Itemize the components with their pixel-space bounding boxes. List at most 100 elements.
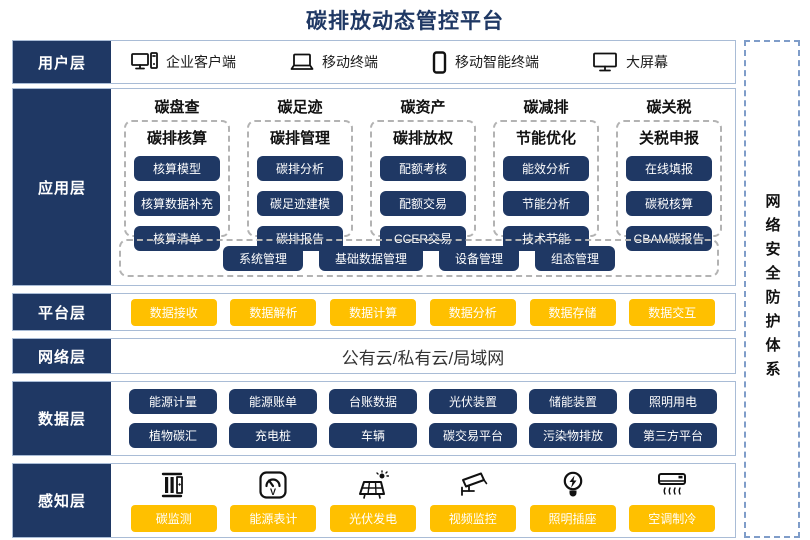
platform-layer-label: 平台层 — [13, 294, 111, 330]
perception-item-video-surveillance: 视频监控 — [429, 470, 516, 532]
platform-pill: 数据交互 — [629, 298, 716, 326]
network-layer-label: 网络层 — [13, 339, 111, 373]
data-source-pill: 台账数据 — [329, 389, 417, 414]
data-source-pill: 光伏装置 — [429, 389, 517, 414]
user-item-enterprise-client: 企业客户端 — [131, 52, 236, 72]
app-module-pill: 在线填报 — [625, 156, 713, 181]
energy-meter-icon: V — [258, 470, 288, 500]
user-item-label: 大屏幕 — [626, 54, 668, 70]
security-protection-text: 网络安全防护体系 — [763, 193, 781, 385]
data-layer-row: 数据层 能源计量 能源账单 台账数据 光伏装置 储能装置 照明用电 植物碳汇 充… — [12, 381, 736, 456]
app-module-pill: 核算清单 — [133, 226, 221, 251]
perception-item-energy-meter: V 能源表计 — [230, 470, 317, 532]
light-bulb-icon — [561, 470, 585, 500]
app-common-pill: 组态管理 — [535, 245, 616, 271]
app-common-pill: 系统管理 — [222, 245, 303, 271]
data-source-pill: 第三方平台 — [629, 423, 717, 448]
app-column-header: 碳关税 — [646, 99, 692, 116]
app-module-pill: 核算数据补充 — [133, 191, 221, 216]
user-item-mobile-terminal: 移动终端 — [290, 52, 378, 72]
user-item-label: 移动智能终端 — [455, 54, 539, 70]
perception-item-lighting-socket: 照明插座 — [529, 470, 616, 532]
solar-panel-icon — [357, 469, 390, 500]
app-common-pill: 基础数据管理 — [318, 245, 423, 271]
app-module-pill: 碳足迹建模 — [256, 191, 344, 216]
data-source-pill: 充电桩 — [229, 423, 317, 448]
app-column-header: 碳足迹 — [277, 99, 323, 116]
app-module-pill: 核算模型 — [133, 156, 221, 181]
platform-pill: 数据计算 — [330, 298, 417, 326]
app-common-pill: 设备管理 — [439, 245, 520, 271]
user-item-label: 企业客户端 — [166, 54, 236, 70]
desktop-pc-icon — [131, 52, 158, 72]
data-source-pill: 植物碳汇 — [129, 423, 217, 448]
app-column-box: 碳排放权 配额考核 配额交易 CCER交易 — [370, 120, 476, 251]
perception-pill: 能源表计 — [230, 504, 317, 532]
network-layer-row: 网络层 公有云/私有云/局域网 — [12, 338, 736, 374]
data-layer-label: 数据层 — [13, 382, 111, 455]
app-column-box: 节能优化 能效分析 节能分析 技术节能 — [493, 120, 599, 251]
air-conditioner-icon — [656, 470, 688, 500]
platform-pill: 数据解析 — [230, 298, 317, 326]
perception-item-carbon-monitoring: 碳监测 — [130, 470, 217, 532]
application-layer-row: 应用层 碳盘查 碳排核算 核算模型 核算数据补充 核算清单 碳足迹 碳排管理 — [12, 88, 736, 286]
app-module-pill: CBAM碳报告 — [625, 226, 713, 251]
app-column-subheader: 碳排放权 — [392, 130, 453, 147]
platform-pill: 数据分析 — [429, 298, 516, 326]
app-column-subheader: 碳排管理 — [269, 130, 330, 147]
platform-layer-row: 平台层 数据接收 数据解析 数据计算 数据分析 数据存储 数据交互 — [12, 293, 736, 331]
app-column-subheader: 碳排核算 — [146, 130, 207, 147]
app-column-subheader: 关税申报 — [638, 130, 699, 147]
data-source-pill: 照明用电 — [629, 389, 717, 414]
perception-pill: 碳监测 — [130, 504, 217, 532]
smartphone-icon — [432, 50, 447, 74]
perception-item-air-conditioning: 空调制冷 — [629, 470, 716, 532]
security-protection-band: 网络安全防护体系 — [744, 40, 800, 538]
perception-pill: 光伏发电 — [330, 504, 417, 532]
user-layer-label: 用户层 — [13, 41, 111, 83]
platform-pill: 数据存储 — [529, 298, 616, 326]
user-item-smart-mobile: 移动智能终端 — [432, 50, 539, 74]
app-module-pill: 碳排分析 — [256, 156, 344, 181]
perception-layer-label: 感知层 — [13, 464, 111, 537]
app-column-carbon-inventory: 碳盘查 碳排核算 核算模型 核算数据补充 核算清单 — [124, 96, 230, 251]
user-item-label: 移动终端 — [322, 54, 378, 70]
app-common-modules-box: 系统管理 基础数据管理 设备管理 组态管理 — [119, 239, 719, 277]
app-module-pill: 配额交易 — [379, 191, 467, 216]
app-column-carbon-asset: 碳资产 碳排放权 配额考核 配额交易 CCER交易 — [370, 96, 476, 251]
app-column-header: 碳资产 — [400, 99, 446, 116]
laptop-icon — [290, 53, 314, 71]
app-module-pill: 节能分析 — [502, 191, 590, 216]
data-source-pill: 车辆 — [329, 423, 417, 448]
app-module-pill: 碳税核算 — [625, 191, 713, 216]
application-layer-label: 应用层 — [13, 89, 111, 285]
carbon-monitor-icon — [159, 470, 189, 500]
app-column-carbon-footprint: 碳足迹 碳排管理 碳排分析 碳足迹建模 碳排报告 — [247, 96, 353, 251]
perception-pill: 照明插座 — [529, 504, 616, 532]
app-module-pill: 配额考核 — [379, 156, 467, 181]
perception-layer-row: 感知层 碳监测 — [12, 463, 736, 538]
app-column-header: 碳减排 — [523, 99, 569, 116]
network-layer-text: 公有云/私有云/局域网 — [341, 348, 505, 368]
data-source-pill: 储能装置 — [529, 389, 617, 414]
perception-pill: 视频监控 — [429, 504, 516, 532]
data-source-pill: 碳交易平台 — [429, 423, 517, 448]
app-column-carbon-tariff: 碳关税 关税申报 在线填报 碳税核算 CBAM碳报告 — [616, 96, 722, 251]
platform-pill: 数据接收 — [130, 298, 217, 326]
app-column-box: 碳排管理 碳排分析 碳足迹建模 碳排报告 — [247, 120, 353, 251]
user-item-big-screen: 大屏幕 — [593, 52, 668, 73]
data-source-pill: 污染物排放 — [529, 423, 617, 448]
user-layer-row: 用户层 企业客户端 — [12, 40, 736, 84]
svg-text:V: V — [270, 487, 276, 497]
app-column-header: 碳盘查 — [154, 99, 200, 116]
big-screen-icon — [593, 52, 618, 73]
app-module-pill: 能效分析 — [502, 156, 590, 181]
data-source-pill: 能源计量 — [129, 389, 217, 414]
data-source-pill: 能源账单 — [229, 389, 317, 414]
cctv-camera-icon — [457, 470, 489, 500]
perception-item-solar-power: 光伏发电 — [330, 469, 417, 532]
page-title: 碳排放动态管控平台 — [306, 10, 504, 33]
app-column-box: 碳排核算 核算模型 核算数据补充 核算清单 — [124, 120, 230, 251]
app-column-carbon-reduction: 碳减排 节能优化 能效分析 节能分析 技术节能 — [493, 96, 599, 251]
